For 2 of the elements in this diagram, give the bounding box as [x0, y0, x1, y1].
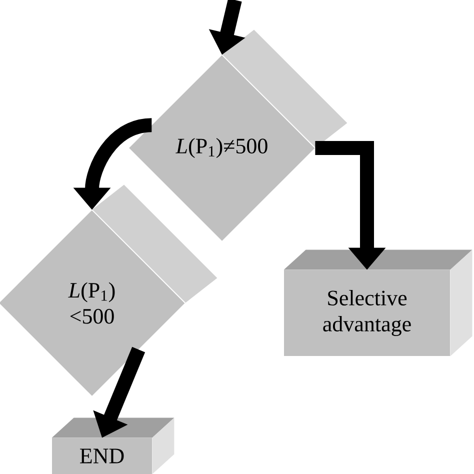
end-box: END: [52, 418, 174, 474]
process-box: Selective advantage: [284, 250, 472, 356]
